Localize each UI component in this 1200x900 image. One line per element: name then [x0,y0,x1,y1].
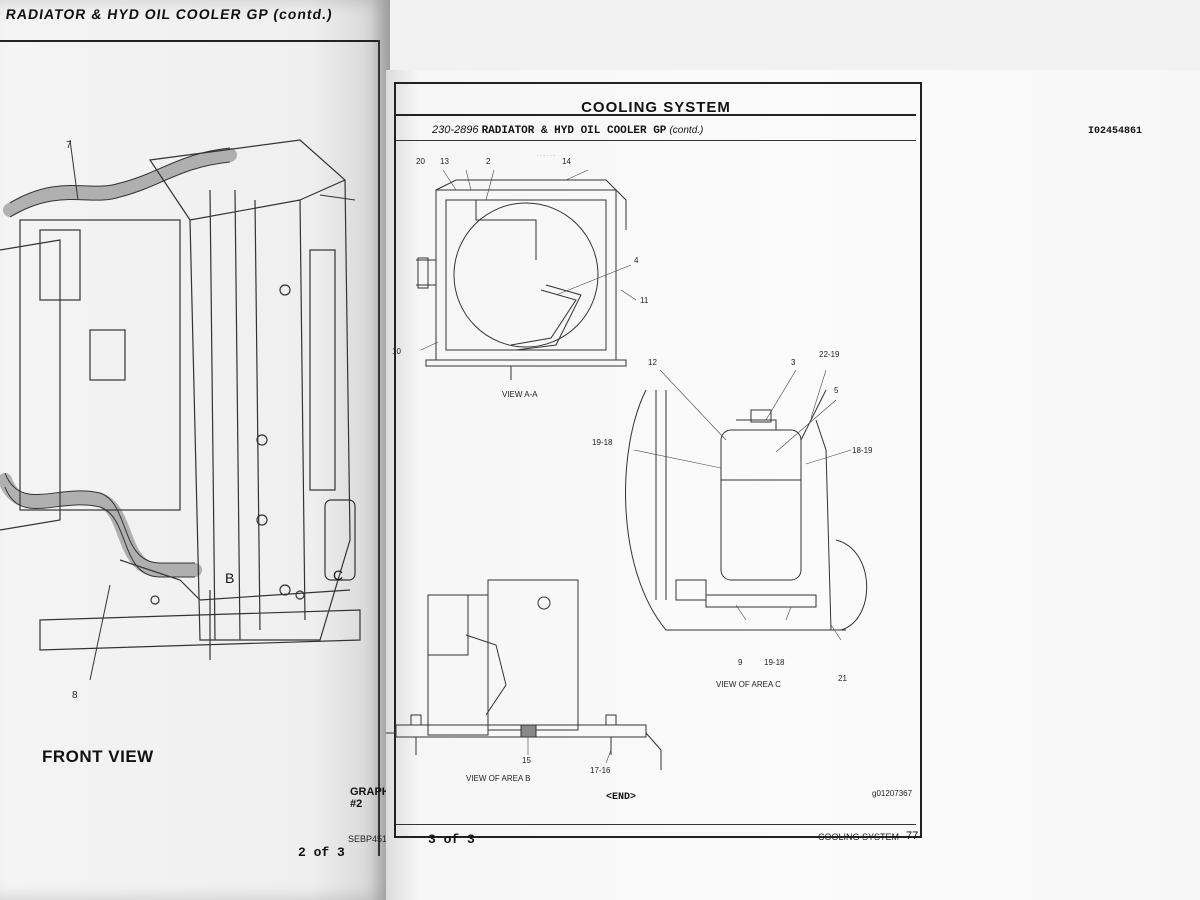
view-aa-drawing [416,169,637,380]
svg-text:C: C [333,567,343,583]
callout-aa-4: 4 [634,256,639,265]
callout-aa-14: 14 [562,157,571,166]
graphic-number: g01207367 [872,789,913,798]
bleed-through-text: ······ [536,150,556,161]
subtitle-row: 230-2896 RADIATOR & HYD OIL COOLER GP (c… [396,122,916,141]
callout-b-17-16: 17-16 [590,766,611,775]
view-aa-label: VIEW A-A [502,390,538,399]
callout-aa-2: 2 [486,157,491,166]
right-page: ······ COOLING SYSTEM 230-2896 RADIATOR … [386,70,1200,900]
callout-c-9: 9 [738,658,743,667]
group-name: RADIATOR & HYD OIL COOLER GP [481,125,667,137]
group-number: 230-2896 [432,124,479,136]
callout-c-21: 21 [838,674,847,683]
left-page-frame [0,40,380,856]
front-view-drawing: B C 7 8 [0,139,361,701]
left-header: RADIATOR & HYD OIL COOLER GP (contd.) [0,0,380,42]
serial-number: I02454861 [1087,126,1142,137]
callout-c-22-19: 22-19 [819,350,840,359]
right-page-frame [394,82,922,838]
callout-c-3: 3 [791,358,796,367]
footer-section-name: COOLING SYSTEM [818,832,900,842]
callout-c-5: 5 [834,386,839,395]
page-subtitle: 230-2896 RADIATOR & HYD OIL COOLER GP (c… [432,124,703,137]
title-bar: COOLING SYSTEM [396,86,916,116]
callout-aa-11: 11 [640,296,649,305]
callout-c-19-18-bottom: 19-18 [764,658,785,667]
svg-text:8: 8 [72,690,78,701]
callout-c-19-18-left: 19-18 [592,438,613,447]
continued-marker: (contd.) [669,125,704,136]
left-page-indicator: 2 of 3 [298,845,345,860]
view-c-drawing [625,369,868,641]
callout-aa-13: 13 [440,157,449,166]
svg-text:B: B [225,570,234,586]
callout-aa-20: 20 [416,157,425,166]
callout-c-12: 12 [648,358,657,367]
front-view-label: FRONT VIEW [42,747,154,766]
callout-c-18-19: 18-19 [852,446,873,455]
left-page: RADIATOR & HYD OIL COOLER GP (contd.) [0,0,401,900]
footer-divider [396,824,916,825]
svg-text:7: 7 [66,140,72,151]
end-marker: <END> [606,792,637,803]
view-c-label: VIEW OF AREA C [716,680,781,689]
right-page-indicator: 3 of 3 [428,832,475,847]
page-title: COOLING SYSTEM [581,99,731,116]
callout-b-15: 15 [522,756,531,765]
view-b-label: VIEW OF AREA B [466,774,531,783]
view-b-drawing [386,579,662,770]
callout-aa-10: 10 [392,347,401,356]
left-header-text: RADIATOR & HYD OIL COOLER GP (contd.) [4,6,334,22]
left-doc-number: SEBP4514 [348,834,393,844]
footer-page-number: 77 [906,830,919,842]
